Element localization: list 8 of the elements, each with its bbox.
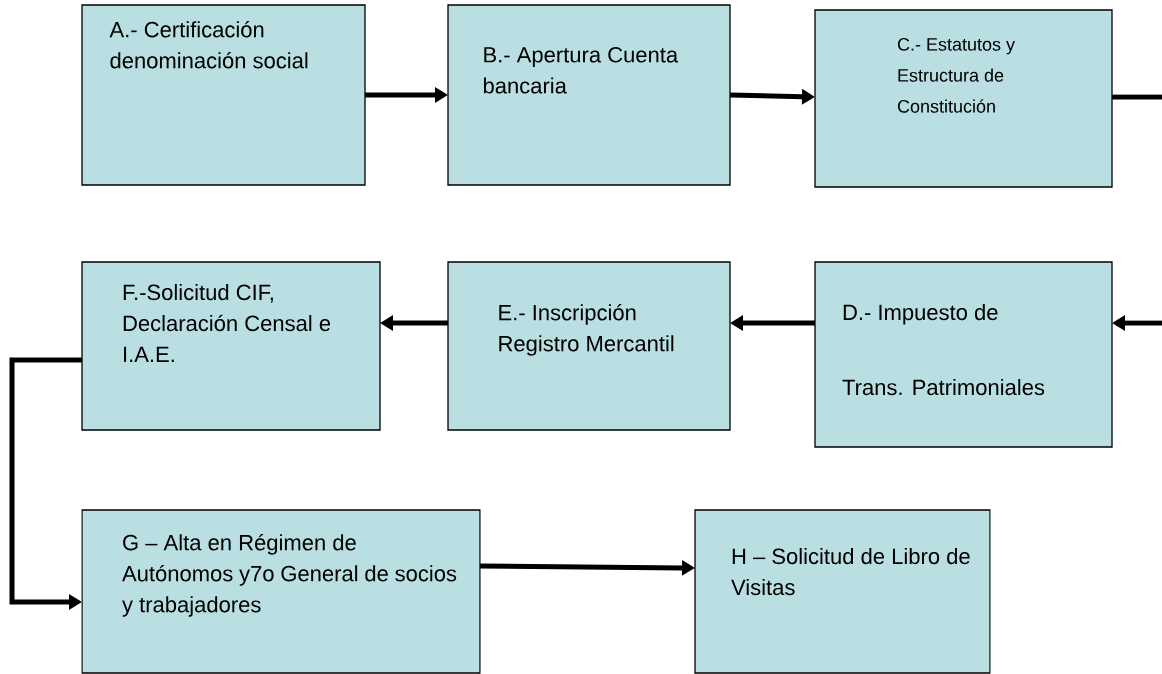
process-box: D.- Impuesto de Trans. Patrimoniales: [814, 261, 1113, 448]
process-box: C.- Estatutos y Estructura de Constitución: [814, 9, 1113, 188]
process-box: F.-Solicitud CIF, Declaración Censal e I.A.E.: [81, 261, 381, 431]
process-box: H – Solicitud de Libro de Visitas: [694, 509, 991, 674]
process-box: E.- Inscripción Registro Mercantil: [447, 261, 731, 431]
process-box: B.- Apertura Cuenta bancaria: [447, 4, 731, 186]
process-box: A.- Certificación denominación social: [81, 4, 366, 186]
process-box: G – Alta en Régimen de Autónomos y7o General de socios y trabajadores: [81, 509, 481, 674]
